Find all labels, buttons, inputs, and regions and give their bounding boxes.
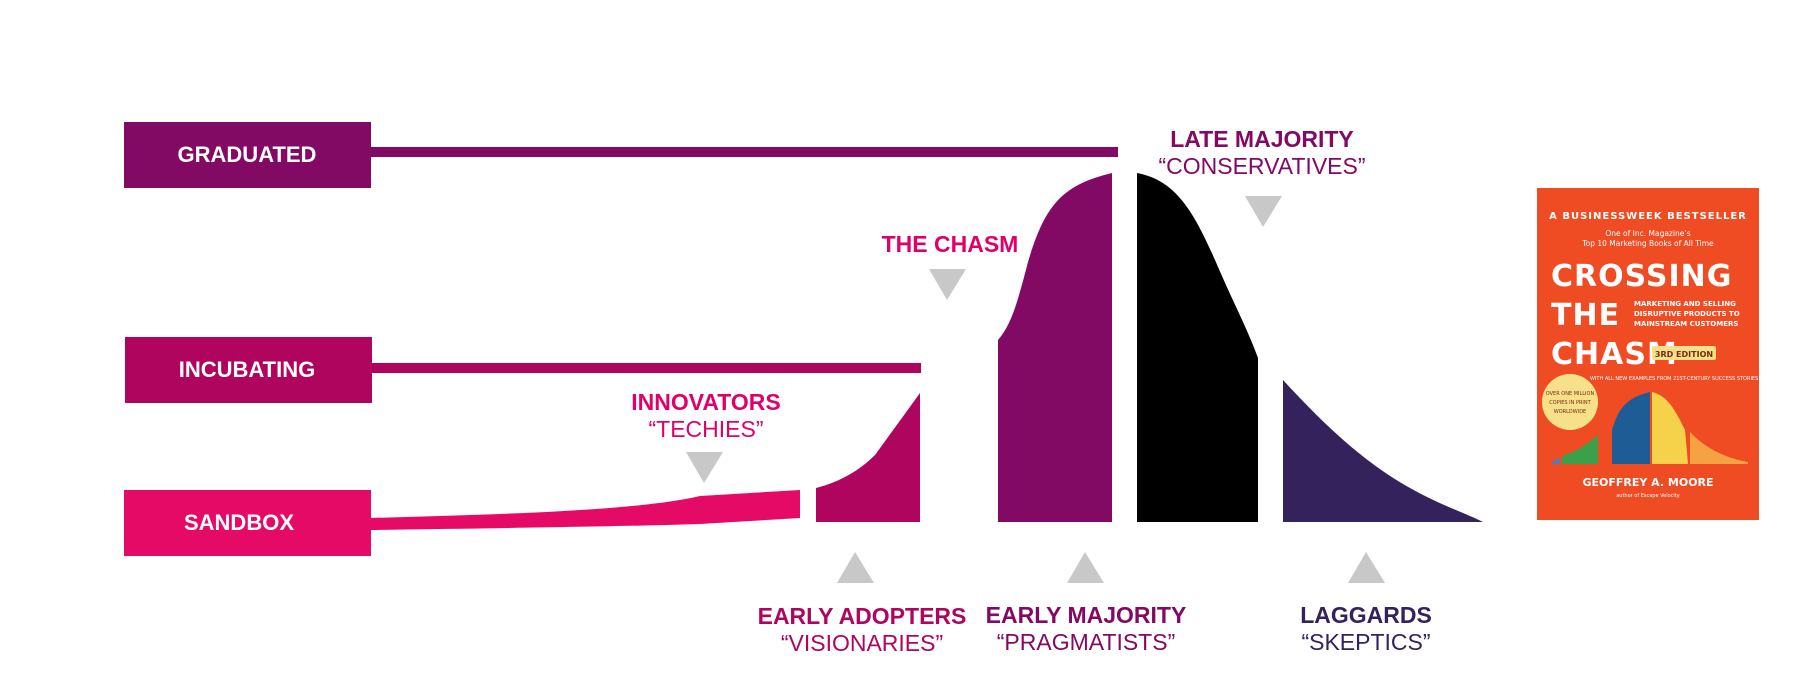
book-subtitle-line2: DISRUPTIVE PRODUCTS TO (1634, 310, 1740, 318)
late-majority-curve (1137, 173, 1258, 522)
book-curve-laggards (1690, 432, 1748, 464)
stage-graduated: GRADUATED (124, 122, 371, 188)
incubating-box (125, 337, 372, 403)
incubating-connector-line (370, 363, 921, 373)
segment-late-majority: LATE MAJORITY “CONSERVATIVES” (1158, 126, 1366, 227)
book-seal (1542, 374, 1598, 430)
book-curve-innovators (1552, 458, 1560, 464)
early-adopters-curve (816, 393, 920, 522)
laggards-marker (1348, 552, 1385, 583)
book-title-line2: THE (1551, 298, 1620, 333)
segment-early-adopters: EARLY ADOPTERS “VISIONARIES” (758, 552, 967, 656)
stage-sandbox: SANDBOX (124, 490, 371, 556)
book-seal-line3: WORLDWIDE (1554, 409, 1586, 415)
segment-chasm: THE CHASM (882, 231, 1019, 300)
book-curve-early-adopters (1562, 435, 1598, 464)
innovators-name: INNOVATORS (631, 389, 781, 415)
chasm-name: THE CHASM (882, 231, 1019, 257)
incubating-label: INCUBATING (179, 357, 315, 382)
book-seal-line2: COPIES IN PRINT (1549, 400, 1591, 406)
stage-incubating: INCUBATING (125, 337, 372, 403)
early-adopters-name: EARLY ADOPTERS (758, 603, 967, 629)
early-adopters-marker (837, 552, 874, 583)
book-edition-tag (1652, 346, 1716, 360)
graduated-label: GRADUATED (178, 142, 317, 167)
early-adopters-nickname: “VISIONARIES” (781, 630, 943, 656)
early-majority-marker (1067, 552, 1104, 583)
book-author: GEOFFREY A. MOORE (1582, 476, 1713, 489)
early-majority-curve (998, 173, 1112, 522)
segment-early-majority: EARLY MAJORITY “PRAGMATISTS” (986, 552, 1187, 655)
early-majority-nickname: “PRAGMATISTS” (997, 629, 1175, 655)
book-praise-line1: One of Inc. Magazine’s (1605, 229, 1690, 238)
sandbox-label: SANDBOX (184, 510, 294, 535)
book-curve-early-majority (1612, 392, 1650, 464)
sandbox-box (124, 490, 371, 556)
early-majority-name: EARLY MAJORITY (986, 602, 1187, 628)
book-subtitle-line1: MARKETING AND SELLING (1634, 300, 1736, 308)
segment-laggards: LAGGARDS “SKEPTICS” (1300, 552, 1432, 655)
graduated-connector-line (370, 147, 1118, 157)
chasm-marker (929, 269, 966, 300)
book-seal-line1: OVER ONE MILLION (1546, 391, 1595, 397)
book-curve-late-majority (1652, 392, 1688, 464)
innovators-nickname: “TECHIES” (649, 416, 764, 442)
graduated-box (124, 122, 371, 188)
laggards-nickname: “SKEPTICS” (1301, 629, 1430, 655)
segment-innovators: INNOVATORS “TECHIES” (631, 389, 781, 483)
laggards-curve (1283, 380, 1483, 522)
late-majority-nickname: “CONSERVATIVES” (1158, 153, 1365, 179)
book-examples-line: WITH ALL NEW EXAMPLES FROM 21ST-CENTURY … (1590, 376, 1758, 382)
book-cover-background (1537, 188, 1759, 520)
book-banner: A BUSINESSWEEK BESTSELLER (1549, 211, 1747, 222)
book-cover: A BUSINESSWEEK BESTSELLER One of Inc. Ma… (1537, 188, 1759, 520)
book-edition: 3RD EDITION (1655, 350, 1713, 359)
sandbox-connector-line (370, 490, 800, 530)
late-majority-marker (1245, 196, 1282, 227)
book-subtitle-line3: MAINSTREAM CUSTOMERS (1634, 320, 1738, 328)
laggards-name: LAGGARDS (1300, 602, 1432, 628)
innovators-marker (686, 452, 723, 483)
book-praise-line2: Top 10 Marketing Books of All Time (1581, 239, 1714, 248)
book-author-note: author of Escape Velocity (1616, 493, 1680, 499)
book-title-line1: CROSSING (1551, 259, 1732, 294)
late-majority-name: LATE MAJORITY (1170, 126, 1354, 152)
